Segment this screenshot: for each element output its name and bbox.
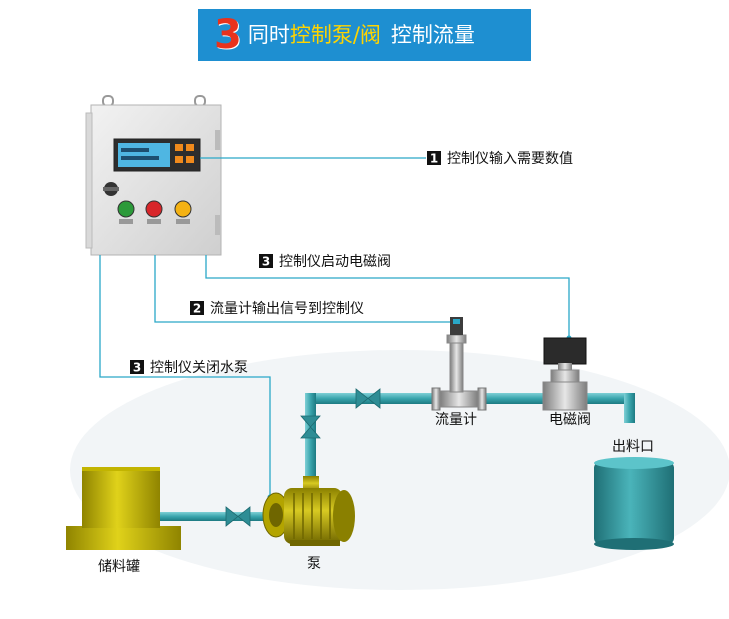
- pipe-valves: [225, 388, 381, 527]
- title-banner: 3 同时 控制泵/阀 控制流量: [198, 9, 531, 61]
- controller-display: [113, 138, 201, 172]
- valve-label: 电磁阀: [549, 412, 591, 428]
- tank-label: 储料罐: [98, 559, 140, 575]
- outlet-vessel: [594, 457, 674, 550]
- signal-lines: [99, 157, 570, 497]
- storage-tank: [66, 467, 181, 550]
- title-part2: 控制泵/阀: [289, 22, 381, 47]
- red-indicator-light: [145, 200, 163, 224]
- title-part1: 同时: [247, 22, 290, 47]
- suction-pipe: [160, 512, 270, 521]
- step-2-label: 2 流量计输出信号到控制仪: [190, 301, 364, 317]
- step-3-pump-label: 3 控制仪关闭水泵: [130, 360, 248, 376]
- step-3a-text: 控制仪启动电磁阀: [279, 254, 391, 270]
- step-3b-number: 3: [133, 361, 141, 375]
- flowmeter: [431, 317, 487, 411]
- step-2-text: 流量计输出信号到控制仪: [210, 301, 364, 317]
- title-part3: 控制流量: [390, 22, 475, 47]
- step-1-number: 1: [430, 152, 438, 166]
- outlet-label: 出料口: [612, 439, 654, 455]
- yellow-indicator-light: [174, 200, 192, 224]
- outlet-drop-pipe: [624, 393, 635, 423]
- signal-line-2-flowmeter: [154, 255, 455, 323]
- green-indicator-light: [117, 200, 135, 224]
- step-3b-text: 控制仪关闭水泵: [150, 360, 248, 376]
- step-1-text: 控制仪输入需要数值: [447, 151, 573, 167]
- control-cabinet: [85, 95, 222, 256]
- inline-valve-suction: [225, 506, 251, 527]
- inline-valve-upper: [355, 388, 381, 409]
- signal-line-3-pump: [99, 255, 271, 497]
- solenoid-valve: [542, 337, 588, 411]
- step-2-number: 2: [193, 302, 201, 316]
- step-3-valve-label: 3 控制仪启动电磁阀: [259, 254, 391, 270]
- step-3a-number: 3: [262, 255, 270, 269]
- title-number: 3: [214, 12, 242, 58]
- signal-line-3-valve: [205, 255, 570, 338]
- flowmeter-label: 流量计: [435, 412, 477, 428]
- step-1-label: 1 控制仪输入需要数值: [427, 151, 573, 167]
- pump: [262, 476, 355, 546]
- inline-valve-riser: [300, 415, 321, 439]
- pump-label: 泵: [307, 556, 321, 572]
